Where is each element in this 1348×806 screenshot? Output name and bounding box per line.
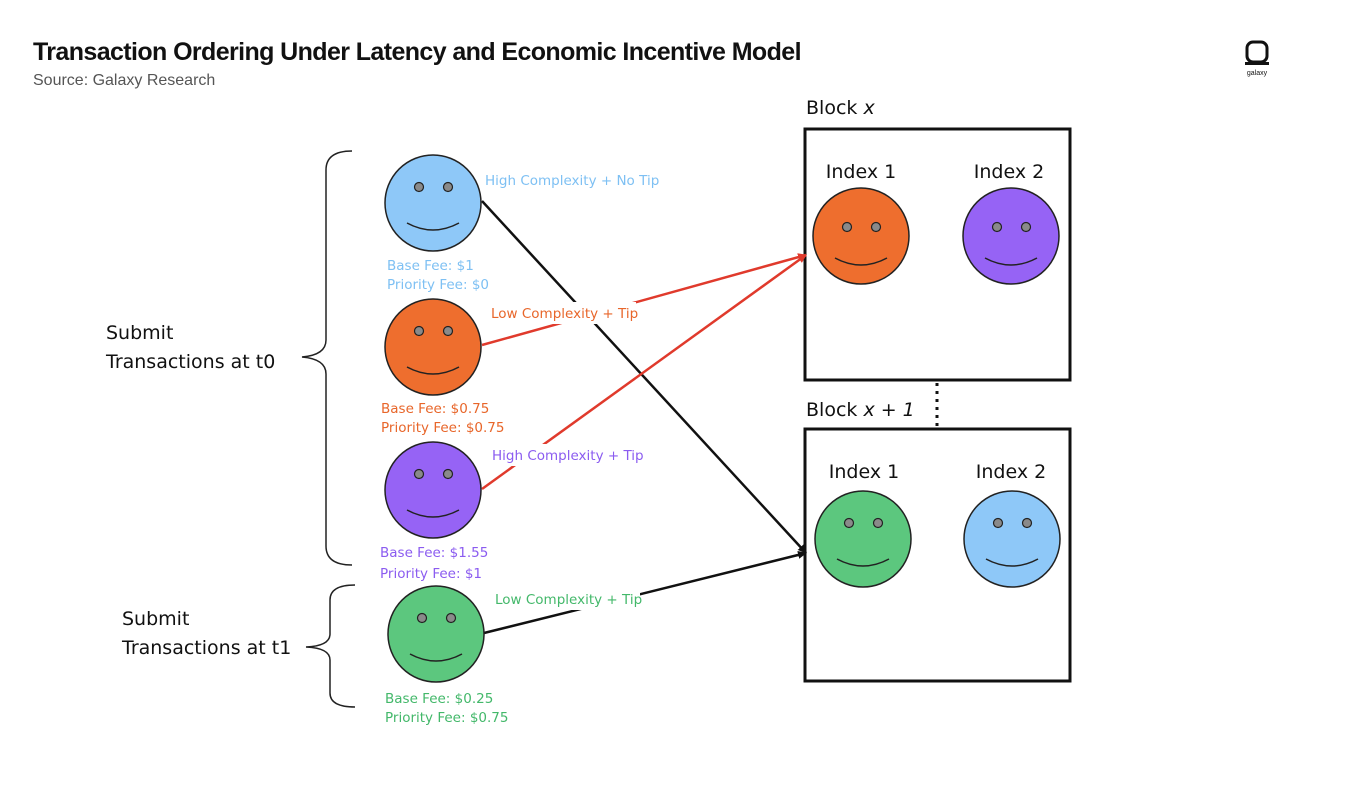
tx-blue-base-fee: Base Fee: $1	[387, 258, 474, 274]
block-x-title: Block x	[806, 97, 875, 119]
smiley-orange-tx	[384, 298, 482, 396]
page-subtitle: Source: Galaxy Research	[33, 72, 216, 89]
tx-orange-label: Low Complexity + Tip	[491, 306, 638, 322]
tx-purple-label: High Complexity + Tip	[492, 448, 644, 464]
arrow-black-blue-to-block-x-plus-1	[481, 200, 807, 554]
block-x-plus-1-index-1-label: Index 1	[829, 461, 899, 483]
block-x-index-1-smiley-orange	[812, 187, 910, 285]
arrow-red-orange-to-block-x	[481, 253, 807, 347]
group-t0-label-1: Submit	[106, 322, 173, 344]
arrow-black-green-to-block-x-plus-1	[483, 551, 807, 635]
brace-t1	[305, 584, 356, 708]
tx-orange-base-fee: Base Fee: $0.75	[381, 401, 489, 417]
tx-orange-priority-fee: Priority Fee: $0.75	[381, 420, 504, 436]
block-x-plus-1-title: Block x + 1	[806, 399, 915, 421]
block-x-plus-1-index-2-label: Index 2	[976, 461, 1046, 483]
block-x-index-2-label: Index 2	[974, 161, 1044, 183]
smiley-green-tx	[387, 585, 485, 683]
tx-purple-base-fee: Base Fee: $1.55	[380, 545, 488, 561]
group-t0-label-2: Transactions at t0	[105, 351, 275, 373]
block-x-plus-1-index-1-smiley-green	[814, 490, 912, 588]
group-t1-label-1: Submit	[122, 608, 189, 630]
smiley-purple-tx	[384, 441, 482, 539]
tx-blue-label: High Complexity + No Tip	[485, 173, 659, 189]
group-t1-label-2: Transactions at t1	[121, 637, 291, 659]
smiley-blue-tx	[384, 154, 482, 252]
logo-text: galaxy	[1247, 70, 1268, 77]
galaxy-logo: galaxy	[1245, 40, 1269, 77]
tx-green-priority-fee: Priority Fee: $0.75	[385, 710, 508, 726]
page-title: Transaction Ordering Under Latency and E…	[33, 38, 802, 66]
block-x-index-1-label: Index 1	[826, 161, 896, 183]
block-x-index-2-smiley-purple	[962, 187, 1060, 285]
tx-green-label: Low Complexity + Tip	[495, 592, 642, 608]
tx-green-base-fee: Base Fee: $0.25	[385, 691, 493, 707]
tx-purple-priority-fee: Priority Fee: $1	[380, 566, 482, 582]
brace-t0	[301, 150, 353, 566]
tx-blue-priority-fee: Priority Fee: $0	[387, 277, 489, 293]
block-x-plus-1-index-2-smiley-blue	[963, 490, 1061, 588]
